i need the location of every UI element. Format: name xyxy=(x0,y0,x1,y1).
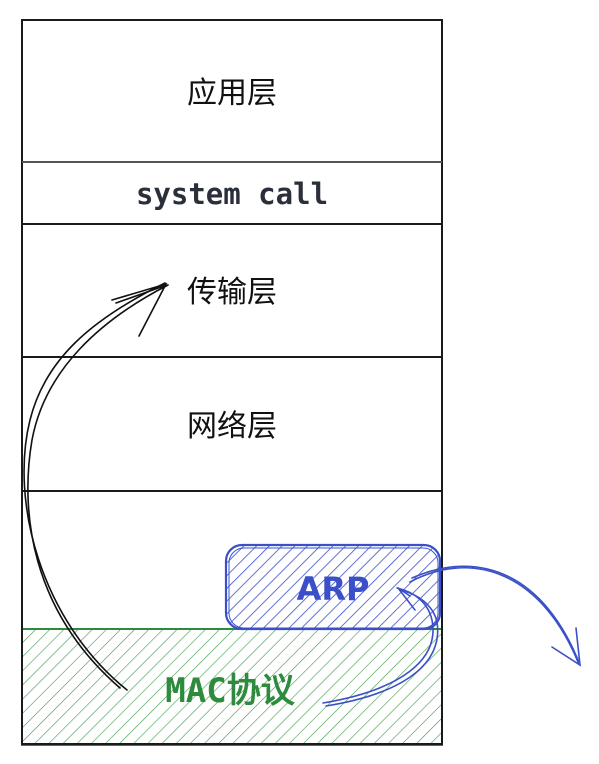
application-layer-label: 应用层 xyxy=(187,76,277,111)
arp-label: ARP xyxy=(297,570,370,608)
arp-box xyxy=(224,543,442,631)
network-layer-label: 网络层 xyxy=(187,409,277,444)
arp-outbound-arrow xyxy=(409,565,581,667)
mac-region xyxy=(21,628,443,746)
protocol-stack xyxy=(21,19,443,745)
mac-protocol-label: MAC协议 xyxy=(165,671,295,711)
transport-layer-label: 传输层 xyxy=(187,275,277,310)
mac-to-arp-arrow xyxy=(322,587,439,707)
system-call-label: system call xyxy=(136,177,328,211)
mac-to-transport-arrow xyxy=(23,282,169,691)
